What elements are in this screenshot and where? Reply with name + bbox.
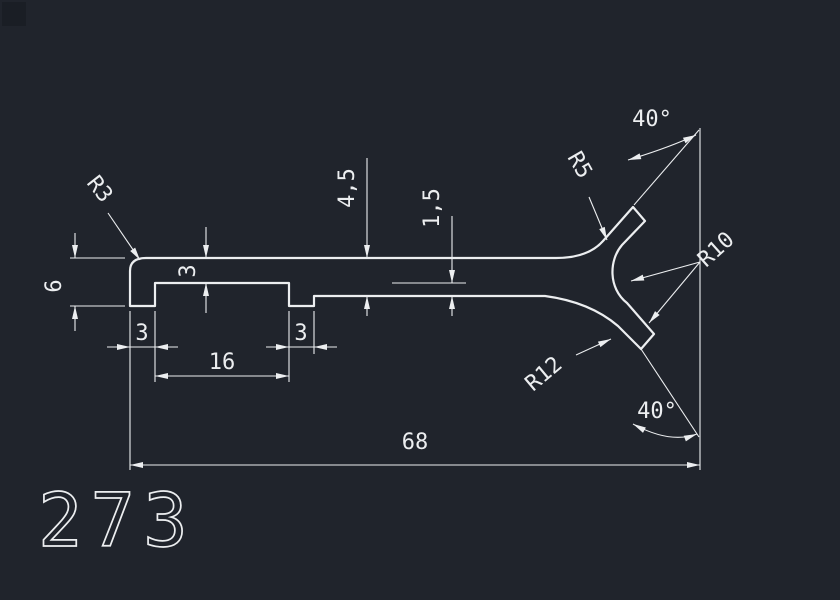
angle-arc — [627, 134, 697, 161]
dim-label-68: 68 — [402, 430, 429, 455]
drawing-number: 273 — [38, 478, 196, 564]
dim-label-40-top: 40° — [632, 107, 672, 132]
corner-artifact — [2, 2, 26, 26]
dim-label-r5: R5 — [562, 148, 597, 183]
leader-line — [588, 196, 608, 241]
dim-label-3-left: 3 — [135, 321, 148, 346]
radius-leaders — [107, 196, 701, 356]
dim-label-3-thickness: 3 — [176, 264, 201, 277]
angle-arc — [632, 423, 698, 442]
angle-dim-top — [627, 134, 697, 161]
extension-lines — [70, 128, 701, 470]
dim-label-3-right: 3 — [294, 321, 307, 346]
angle-dim-bottom — [632, 423, 698, 442]
dim-label-40-bottom: 40° — [637, 399, 677, 424]
dim-label-6: 6 — [42, 279, 67, 292]
leader-line — [648, 261, 701, 324]
profile-outline — [128, 205, 656, 351]
leader-line — [630, 261, 701, 282]
leader-line — [575, 338, 612, 356]
dim-label-r12: R12 — [521, 352, 568, 397]
dim-label-4-5: 4,5 — [335, 168, 360, 208]
leader-line — [107, 212, 141, 261]
angle-ray-line — [640, 348, 700, 438]
angle-ray-line — [633, 129, 700, 206]
dim-label-1-5: 1,5 — [420, 188, 445, 228]
dim-label-16: 16 — [209, 350, 236, 375]
dim-label-r3: R3 — [81, 171, 117, 207]
